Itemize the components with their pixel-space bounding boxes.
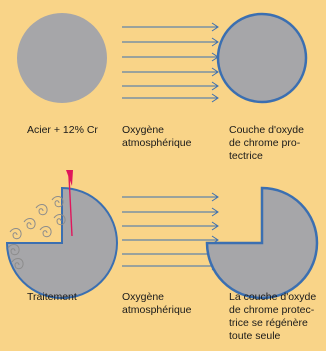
label-oxygen-bottom: Oxygène atmosphérique [122,291,191,317]
label-regeneration: La couche d'oxyde de chrome protec- tric… [229,291,316,343]
label-oxide-layer: Couche d'oxyde de chrome pro- tectrice [229,124,304,163]
label-steel: Acier + 12% Cr [27,124,98,137]
label-machining: Traitement [27,291,77,304]
steel-disc [17,13,107,103]
oxide-layer-disc [218,14,306,102]
label-oxygen-top: Oxygène atmosphérique [122,124,191,150]
